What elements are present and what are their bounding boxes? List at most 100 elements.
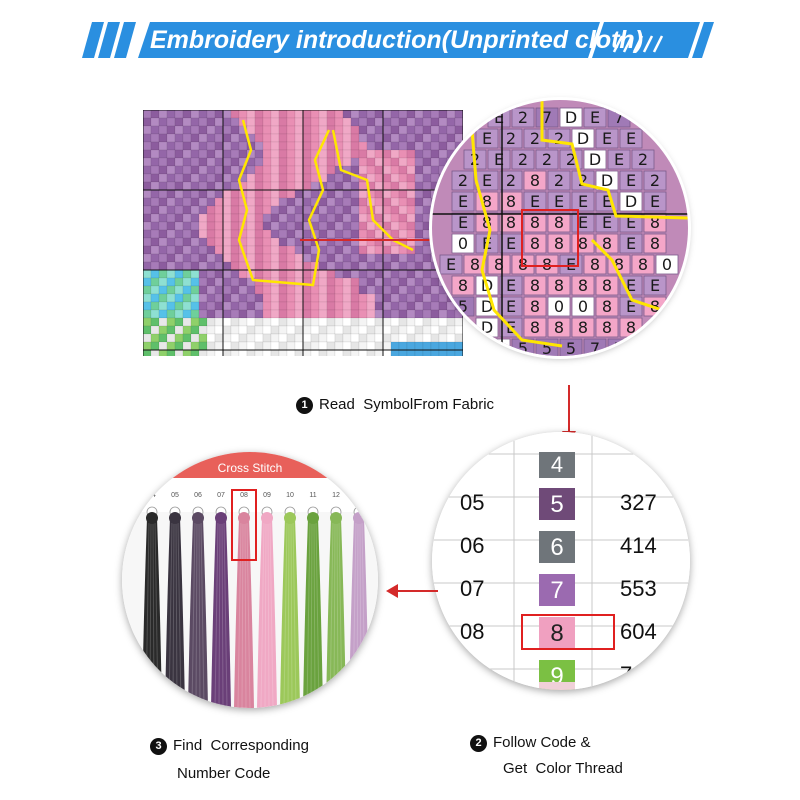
fabric-cell: [382, 197, 392, 207]
fabric-cell: [214, 325, 224, 335]
fabric-cell: [390, 141, 400, 151]
fabric-cell: [414, 293, 424, 303]
fabric-cell: [254, 189, 264, 199]
fabric-cell: [270, 165, 280, 175]
fabric-cell: [406, 341, 416, 351]
fabric-cell: [182, 149, 192, 159]
fabric-cell: [198, 165, 208, 175]
fabric-cell: [246, 341, 256, 351]
fabric-cell: [174, 341, 184, 351]
fabric-cell: [182, 253, 192, 263]
fabric-cell: [278, 293, 288, 303]
fabric-cell: [294, 349, 304, 356]
zoom-symbol: 8: [602, 276, 612, 295]
fabric-cell: [342, 205, 352, 215]
fabric-cell: [382, 165, 392, 175]
fabric-cell: [150, 253, 160, 263]
fabric-cell: [254, 205, 264, 215]
fabric-cell: [334, 293, 344, 303]
fabric-cell: [254, 133, 264, 143]
fabric-cell: [270, 221, 280, 231]
fabric-cell: [310, 301, 320, 311]
fabric-cell: [454, 349, 463, 356]
thread-knot: [169, 512, 181, 524]
fabric-cell: [174, 189, 184, 199]
fabric-cell: [230, 333, 240, 343]
zoom-symbol: D: [565, 108, 577, 127]
fabric-cell: [350, 301, 360, 311]
fabric-cell: [374, 141, 384, 151]
thread-fiber: [287, 521, 290, 708]
zoom-grid-lines: [432, 100, 688, 356]
fabric-cell: [382, 181, 392, 191]
fabric-cell: [430, 317, 440, 327]
fabric-cell: [294, 317, 304, 327]
fabric-cell: [278, 341, 288, 351]
zoom-symbol: 8: [602, 318, 612, 337]
fabric-cell: [198, 325, 208, 335]
fabric-cell: [294, 341, 304, 351]
fabric-cell: [366, 110, 376, 119]
fabric-cell: [182, 333, 192, 343]
fabric-cell: [270, 293, 280, 303]
fabric-cell: [150, 237, 160, 247]
fabric-cell: [302, 141, 312, 151]
fabric-cell: [342, 333, 352, 343]
fabric-cell: [190, 293, 200, 303]
zoom-cell: [631, 254, 655, 275]
fabric-cell: [398, 117, 408, 127]
thread-fiber: [269, 521, 274, 708]
fabric-cell: [158, 245, 168, 255]
fabric-cell: [398, 269, 408, 279]
thread-number: 10: [286, 492, 294, 499]
fabric-cell: [190, 253, 200, 263]
fabric-cell: [166, 253, 176, 263]
fabric-cell: [143, 117, 152, 127]
fabric-cell: [278, 213, 288, 223]
code-chart-symbol: 8: [550, 620, 563, 647]
fabric-cell: [246, 325, 256, 335]
fabric-cell: [262, 325, 272, 335]
fabric-cell: [366, 149, 376, 159]
fabric-cell: [222, 110, 232, 119]
fabric-cell: [166, 309, 176, 319]
fabric-cell: [310, 333, 320, 343]
fabric-cell: [318, 205, 328, 215]
code-chart-swatch: [539, 488, 575, 520]
fabric-cell: [294, 133, 304, 143]
zoom-cell: [499, 128, 523, 149]
fabric-cell: [222, 133, 232, 143]
fabric-cell: [326, 197, 336, 207]
thread-number: 04: [148, 492, 156, 499]
banner-shape: [82, 22, 714, 58]
fabric-cell: [334, 253, 344, 263]
fabric-cell: [222, 157, 232, 167]
fabric-cell: [166, 157, 176, 167]
fabric-cell: [262, 333, 272, 343]
fabric-cell: [158, 133, 168, 143]
fabric-cell: [278, 110, 288, 119]
fabric-cell: [150, 173, 160, 183]
fabric-cell: [166, 125, 176, 135]
fabric-cell: [222, 333, 232, 343]
fabric-cell: [326, 117, 336, 127]
zoom-symbol: 8: [650, 234, 660, 253]
fabric-cell: [326, 333, 336, 343]
fabric-cell: [286, 173, 296, 183]
fabric-cell: [238, 141, 248, 151]
fabric-cell: [246, 110, 256, 119]
fabric-cell: [246, 221, 256, 231]
fabric-cell: [438, 341, 448, 351]
fabric-cell: [238, 269, 248, 279]
fabric-cell: [198, 149, 208, 159]
fabric-cell: [262, 213, 272, 223]
fabric-cell: [414, 213, 424, 223]
fabric-cell: [294, 125, 304, 135]
fabric-cell: [406, 117, 416, 127]
fabric-cell: [342, 189, 352, 199]
fabric-cell: [230, 213, 240, 223]
fabric-cell: [143, 253, 152, 263]
fabric-cell: [150, 309, 160, 319]
